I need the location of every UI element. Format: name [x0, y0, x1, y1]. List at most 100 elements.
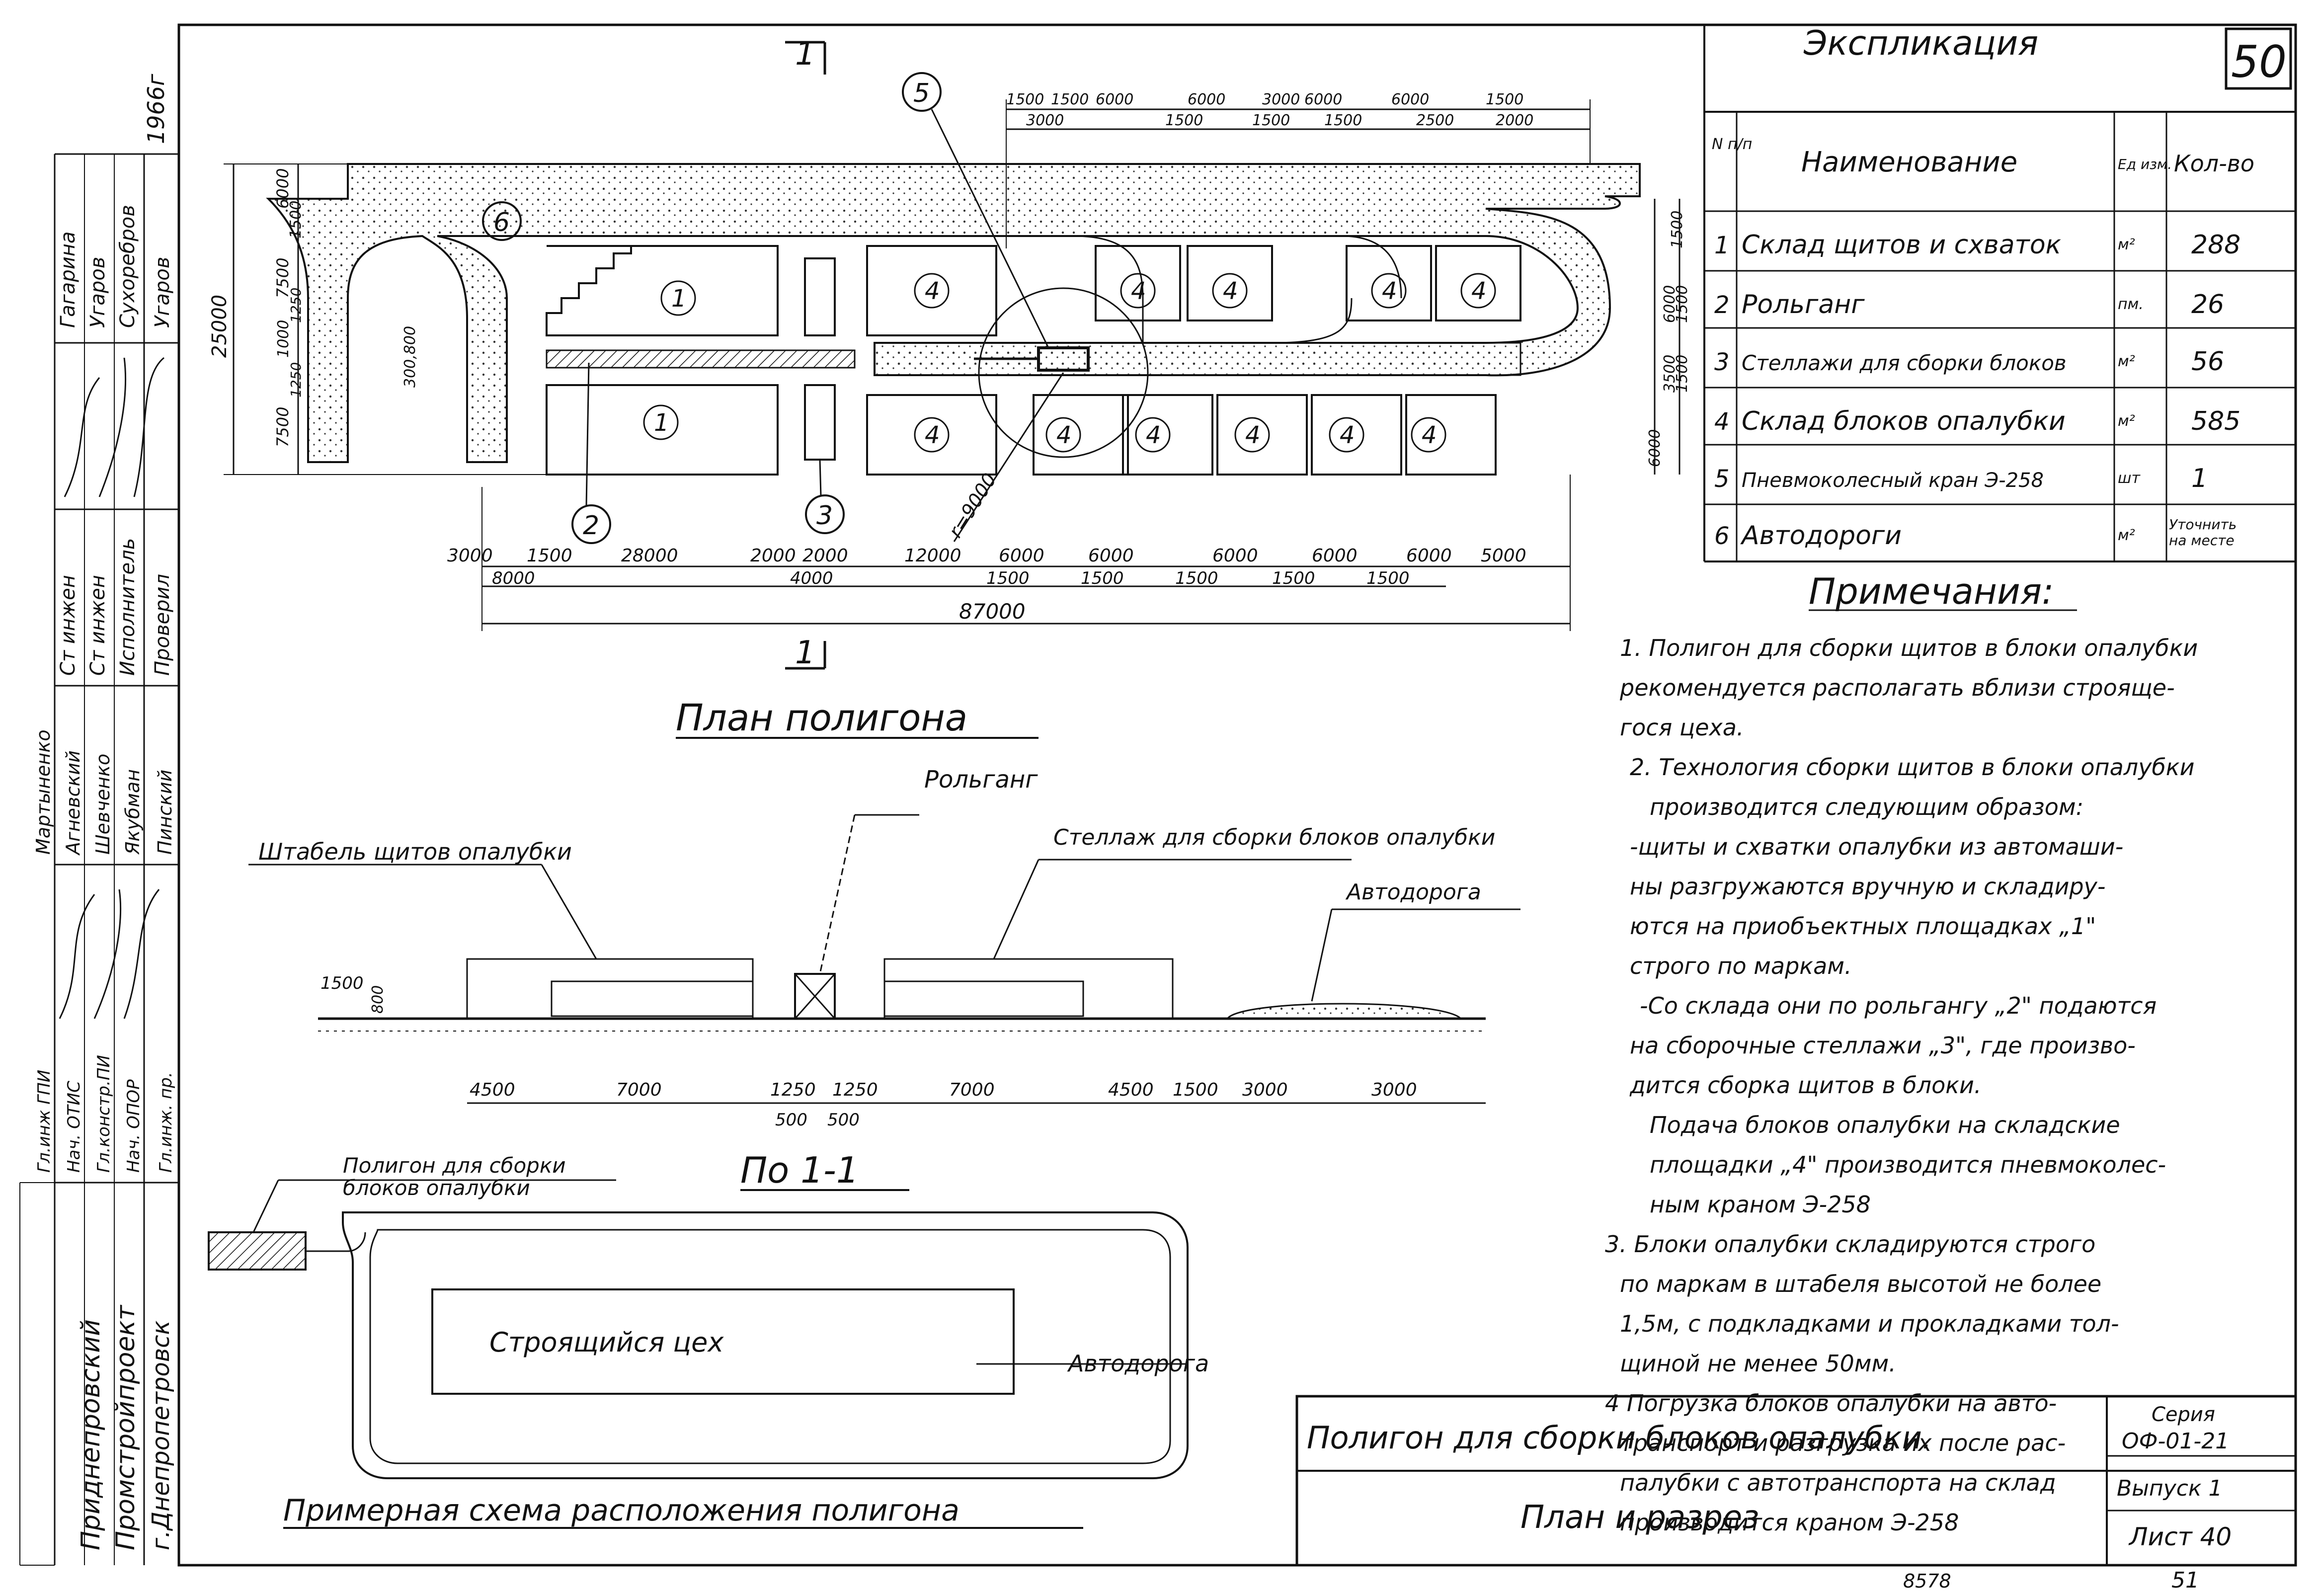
note-line: щиной не менее 50мм. [1620, 1350, 1896, 1377]
section-dim: 1250 [770, 1080, 816, 1100]
expl-row-num: 2 [1714, 291, 1730, 319]
bottom-dim-1: 6000 [1406, 546, 1452, 566]
dim-25000: 25000 [208, 295, 231, 358]
top-dim-2: 2000 [1496, 112, 1533, 129]
role-4: Проверил [151, 574, 174, 676]
note-line: строго по маркам. [1630, 953, 1852, 979]
title-subtitle: План и разрез [1520, 1499, 1759, 1536]
expl-row-unit: шт [2118, 470, 2141, 487]
zone-marker-label: 4 [1422, 421, 1437, 449]
year-label: 1966г [143, 74, 169, 144]
bottom-dim-1: 6000 [999, 546, 1044, 566]
zone-4-b [1095, 245, 1181, 321]
zone-1-top [546, 245, 779, 336]
label-stack: Штабель щитов опалубки [258, 838, 572, 865]
callout-3 [805, 494, 845, 534]
title-3: Гл.констр.ПИ [94, 1055, 114, 1173]
scheme-polygon-box [208, 1231, 307, 1271]
expl-row-qty: 288 [2191, 230, 2240, 260]
sheet-number: 50 [2231, 36, 2287, 87]
notes-lines: 1. Полигон для сборки щитов в блоки опал… [1605, 635, 2198, 1536]
total-length: 87000 [959, 599, 1026, 624]
expl-row-num: 4 [1714, 408, 1730, 436]
section-sub-500-a: 500 [775, 1110, 807, 1130]
bottom-dim-2: 1500 [1081, 568, 1124, 588]
note-line: гося цеха. [1620, 714, 1744, 741]
bottom-dim-2: 1500 [1272, 568, 1315, 588]
expl-row-qty: 26 [2191, 290, 2224, 319]
signature-column: 1966г Гагарина Угаров Сухоребров Угаров … [19, 25, 180, 1566]
callout-6 [482, 201, 522, 241]
bottom-dim-2: 4000 [790, 568, 833, 588]
note-line: ным краном Э-258 [1650, 1191, 1871, 1218]
zone-marker-label: 1 [671, 285, 687, 313]
note-line: 1,5м, с подкладками и прокладками тол- [1620, 1310, 2119, 1337]
footer-page: 51 [2171, 1568, 2199, 1593]
sheet-number-box [2225, 27, 2292, 90]
zone-marker-circle [1045, 417, 1081, 453]
dim-1250-bottom-left: 1250 [288, 362, 304, 398]
expl-row-qty: 585 [2191, 406, 2240, 436]
expl-row-name: Рольганг [1742, 290, 1865, 319]
header-num: N п/п [1712, 136, 1752, 153]
section-rack [883, 958, 1174, 1020]
note-line: 4 Погрузка блоков опалубки на авто- [1605, 1390, 2057, 1417]
callout-2-label: 2 [583, 511, 599, 541]
top-dim-1: 6000 [1096, 91, 1133, 108]
header-name: Наименование [1801, 146, 2017, 178]
person-2: Агневский [62, 750, 84, 856]
plan-road-band [874, 342, 1521, 376]
zone-4-c [1187, 245, 1273, 321]
title-2: Нач. ОТИС [64, 1081, 84, 1173]
dim-7500-top-left: 7500 [273, 258, 292, 298]
top-dim-2: 1500 [1324, 112, 1362, 129]
expl-row-name: Стеллажи для сборки блоков [1742, 351, 2067, 375]
callout-5-label: 5 [913, 79, 930, 108]
note-line: 2. Технология сборки щитов в блоки опалу… [1630, 754, 2194, 781]
section-dim: 7000 [616, 1080, 662, 1100]
zone-4-h [1122, 394, 1213, 476]
scheme-shop-label: Строящийся цех [489, 1327, 724, 1358]
section-h-1500: 1500 [320, 973, 364, 993]
signature-scribble-2 [59, 889, 160, 1019]
note-line: 1. Полигон для сборки щитов в блоки опал… [1620, 635, 2198, 661]
org-1: Приднепровский [76, 1319, 106, 1550]
expl-row-name: Склад блоков опалубки [1742, 406, 2066, 436]
bottom-dim-1: 6000 [1312, 546, 1358, 566]
dim-r-6000-b: 6000 [1646, 429, 1664, 467]
zone-marker-circle [1411, 417, 1446, 453]
plan-title: План полигона [676, 697, 967, 739]
scheme-polygon-label-2: блоков опалубки [343, 1176, 530, 1200]
section-title: По 1-1 [740, 1149, 859, 1191]
zone-marker-circle [1329, 417, 1364, 453]
bottom-dim-1: 5000 [1481, 546, 1526, 566]
bottom-dim-1: 12000 [904, 546, 961, 566]
callout-2 [571, 504, 611, 544]
zone-4-d [1346, 245, 1432, 321]
notes-block: Примечания: 1. Полигон для сборки щитов … [1605, 570, 2198, 1536]
zone-marker-circle [1460, 273, 1496, 309]
sheet-value: Лист 40 [2128, 1522, 2232, 1551]
title-5: Гл.инж. пр. [156, 1072, 176, 1173]
note-line: -щиты и схватки опалубки из автомаши- [1630, 833, 2123, 860]
top-dim-2: 3000 [1026, 112, 1064, 129]
expl-row-qty: 56 [2191, 347, 2224, 377]
bottom-dim-1: 6000 [1212, 546, 1258, 566]
person-5: Пинский [154, 770, 176, 855]
zone-3-bottom [804, 384, 836, 461]
role-3: Исполнитель [116, 538, 139, 676]
expl-row-num: 3 [1714, 348, 1730, 376]
callout-3-label: 3 [816, 501, 833, 531]
zone-marker-label: 4 [1146, 421, 1161, 449]
zone-4-g [1033, 394, 1129, 476]
top-dim-1: 1500 [1006, 91, 1044, 108]
expl-row-unit: м² [2118, 527, 2135, 544]
dim-1500-left: 1500 [287, 201, 305, 239]
note-line: Подача блоков опалубки на складские [1650, 1112, 2120, 1138]
zone-marker-circle [643, 404, 679, 440]
scheme-polygon-label-1: Полигон для сборки [343, 1153, 566, 1178]
note-line: дится сборка щитов в блоки. [1629, 1072, 1982, 1099]
notes-title: Примечания: [1809, 570, 2054, 612]
person-4: Якубман [122, 769, 144, 855]
